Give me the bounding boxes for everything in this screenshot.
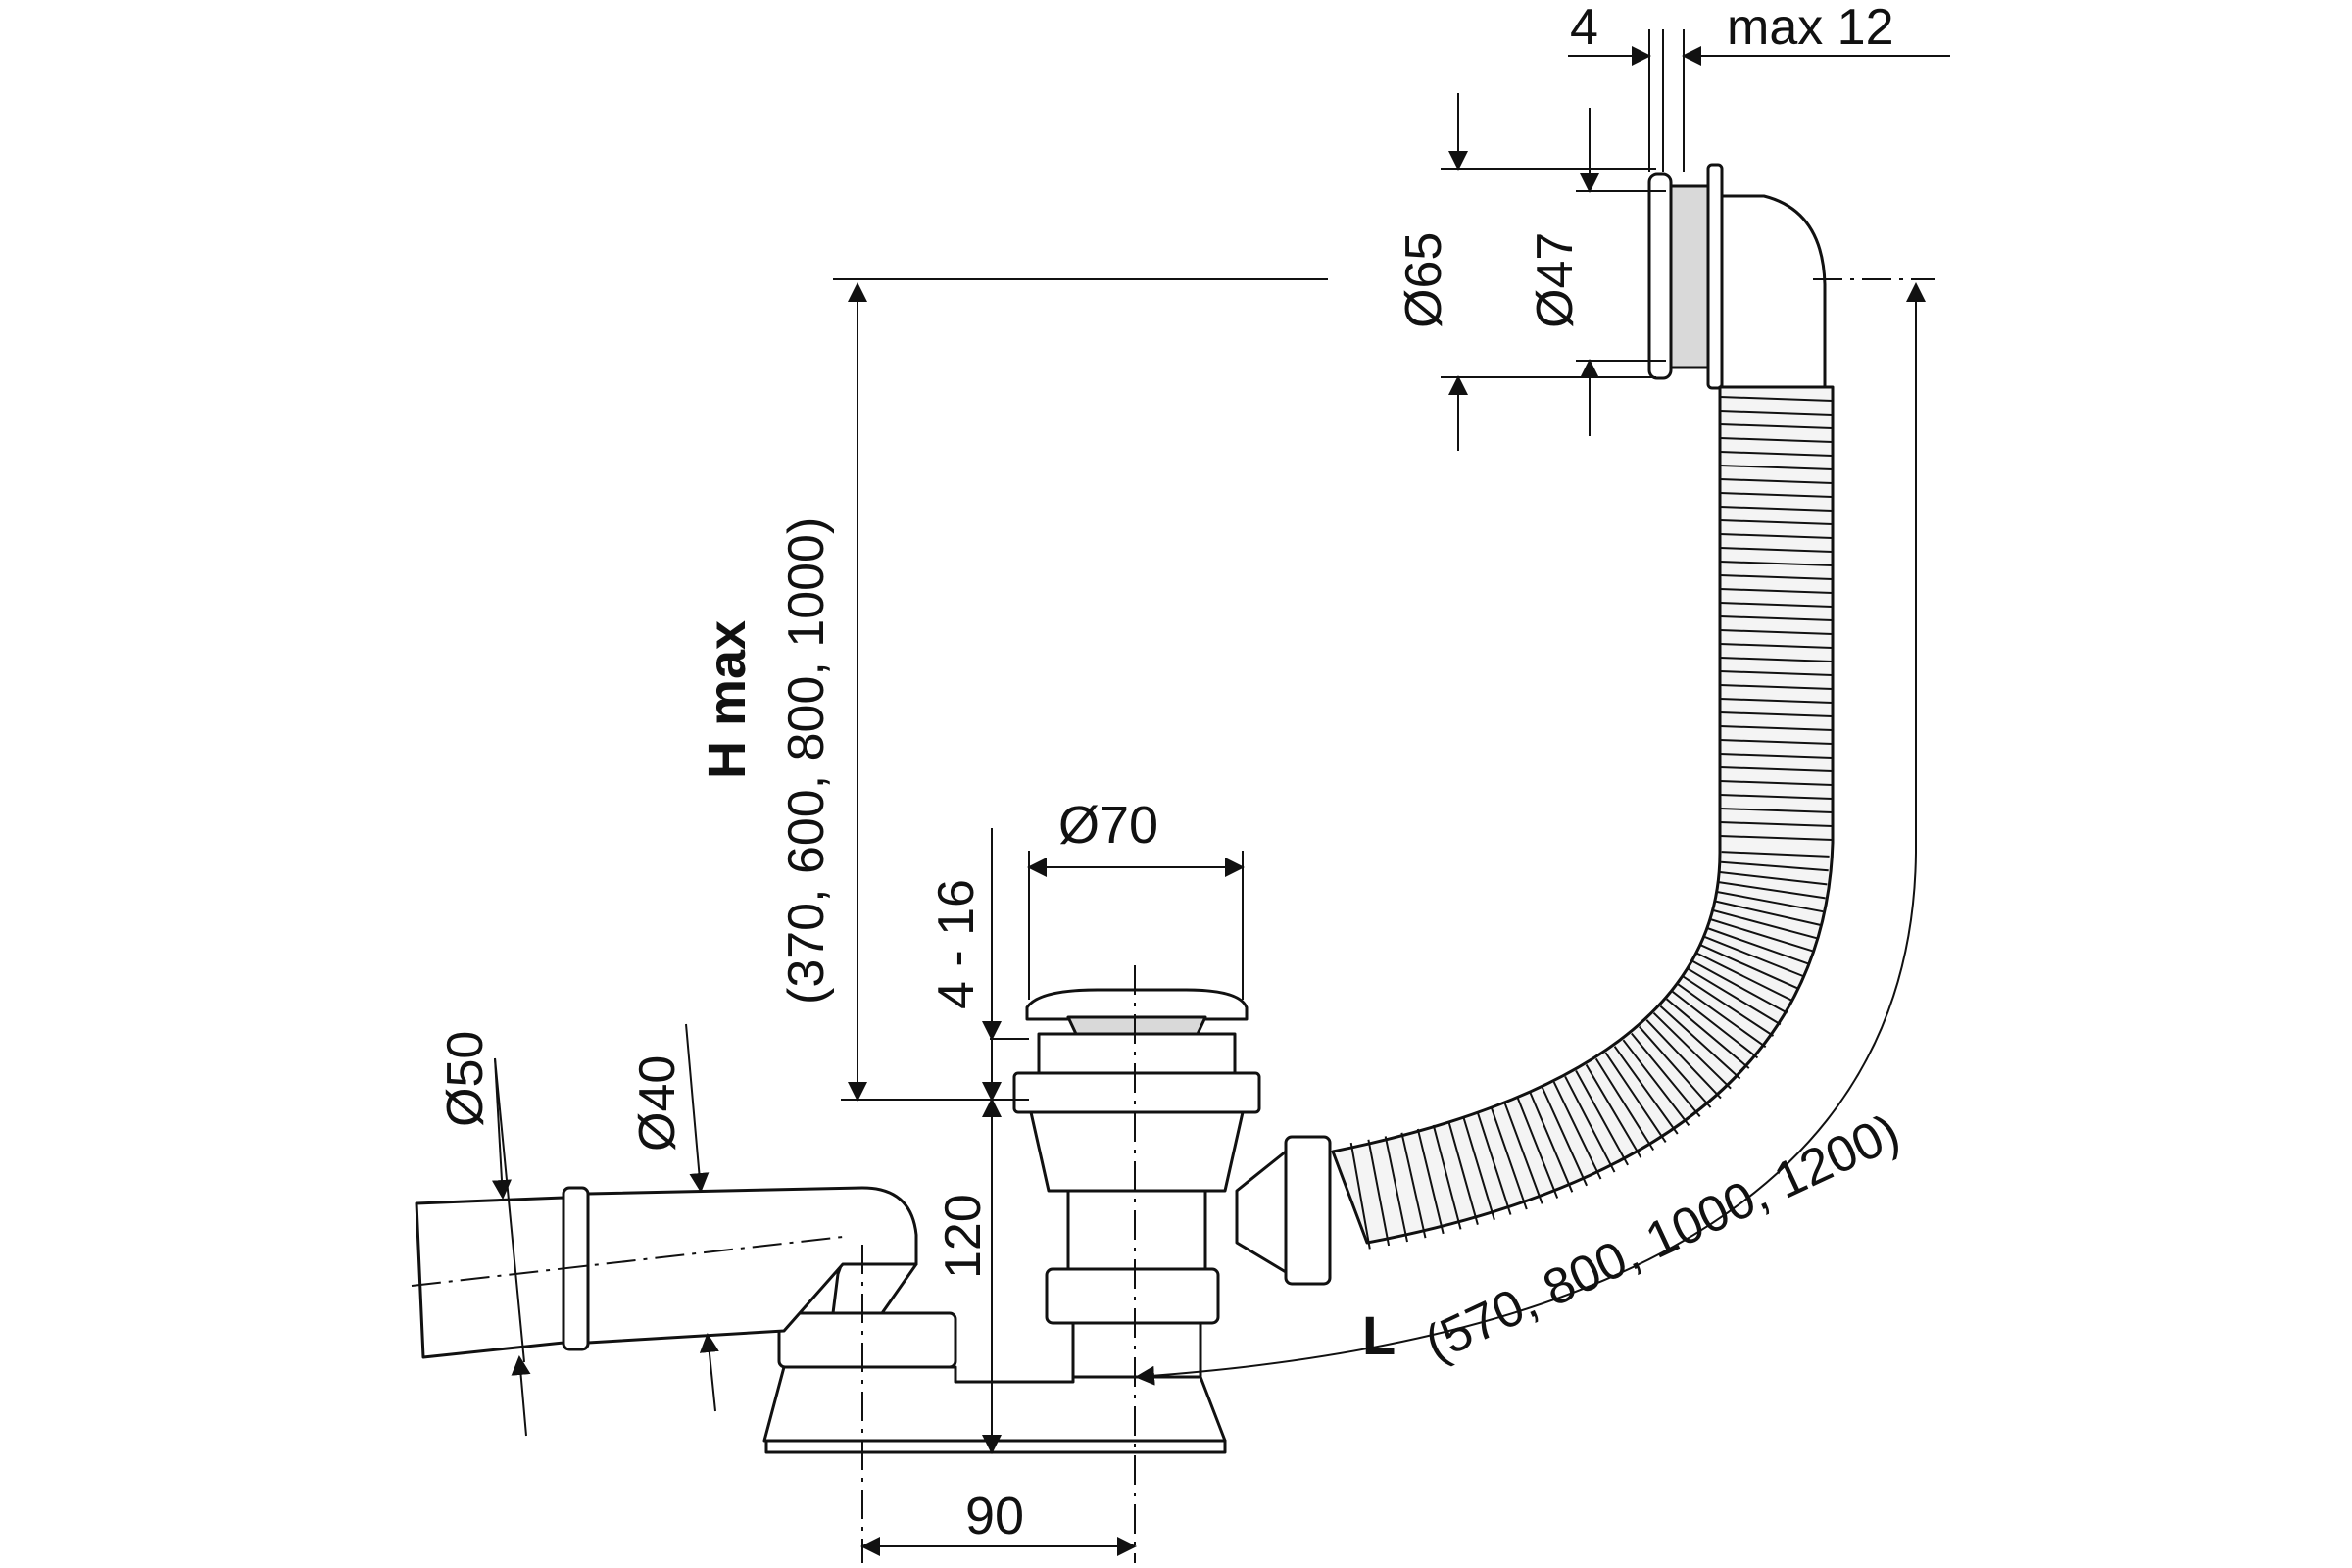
outlet-tube [586,1186,918,1345]
flexible-hose-outline [1331,385,1835,1245]
label-trap-height: 120 [935,1194,992,1279]
label-waste-height-range: 4 - 16 [928,879,985,1009]
overflow-assembly [1647,163,1827,390]
dim-50 [494,1057,525,1363]
label-outlet-inner-diameter: Ø40 [629,1055,686,1152]
overflow-plate [1669,184,1710,369]
waste-body-lower [1066,1189,1207,1281]
waste-cap [1025,988,1249,1021]
siphon-trap [762,1267,1227,1454]
waste-flange [1012,1071,1261,1114]
overflow-flange [1706,163,1724,390]
outlet-centerline [411,1236,844,1287]
outlet-adapter [415,1196,565,1359]
hose-elbow [1235,1150,1288,1274]
waste-stem [1037,1032,1237,1075]
label-h-max-values: (370, 600, 800, 1000) [778,517,835,1004]
dim-50b [511,1355,531,1437]
overflow-gasket [1647,172,1673,380]
waste-cap-metal [1066,1015,1207,1036]
trap-base [762,1365,1227,1443]
dimension-lines [411,29,1950,1563]
trap-nut-left [777,1311,957,1369]
label-overflow-gap: max 12 [1727,0,1894,56]
label-h-max: H max [698,620,757,779]
label-flange-thickness: 4 [1570,0,1598,56]
waste-body-upper [1029,1110,1245,1193]
label-overflow-inner-diameter: Ø47 [1527,232,1584,328]
trap-bottom-plate [764,1439,1227,1454]
hose-connector-nut [1284,1135,1332,1286]
dim-50a [492,1057,512,1200]
label-outlet-outer-diameter: Ø50 [437,1031,494,1127]
label-waste-cap-diameter: Ø70 [1058,796,1158,855]
trap-nut-right [1045,1267,1220,1325]
dim-L [1135,282,1926,1386]
outlet-pipe [415,1186,918,1359]
label-overflow-outer-diameter: Ø65 [1396,232,1452,328]
waste-plug [1012,988,1261,1281]
overflow-dome [1720,194,1827,389]
label-trap-offset: 90 [965,1487,1024,1545]
dim-40b [699,1333,719,1412]
trap-riser-right [1071,1321,1202,1379]
label-l: L [1362,1304,1396,1366]
dim-40a [685,1023,710,1193]
